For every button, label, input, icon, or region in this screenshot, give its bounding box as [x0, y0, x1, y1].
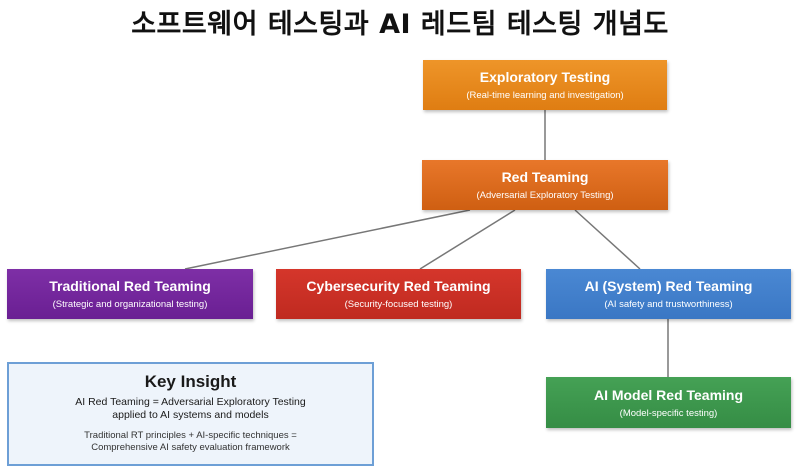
node-name: Traditional Red Teaming: [49, 278, 211, 294]
node-ai-system-red-teaming: AI (System) Red Teaming (AI safety and t…: [546, 269, 791, 319]
node-name: AI (System) Red Teaming: [584, 278, 753, 294]
diagram-title: 소프트웨어 테스팅과 AI 레드팀 테스팅 개념도: [131, 9, 669, 40]
key-insight-box: Key Insight AI Red Teaming = Adversarial…: [7, 362, 374, 466]
key-insight-note: Comprehensive AI safety evaluation frame…: [91, 442, 290, 453]
connector-red-cyber: [419, 209, 516, 270]
key-insight-note: Traditional RT principles + AI-specific …: [84, 430, 297, 441]
node-subtitle: (Adversarial Exploratory Testing): [476, 190, 614, 201]
node-name: Red Teaming: [501, 169, 589, 185]
node-subtitle: (Real-time learning and investigation): [466, 90, 624, 101]
node-red-teaming: Red Teaming (Adversarial Exploratory Tes…: [422, 160, 668, 210]
key-insight-line: applied to AI systems and models: [112, 409, 269, 421]
node-name: AI Model Red Teaming: [593, 386, 744, 403]
node-name: Exploratory Testing: [479, 69, 611, 85]
node-subtitle: (Model-specific testing): [619, 407, 718, 419]
key-insight-heading: Key Insight: [144, 372, 237, 391]
node-ai-model-red-teaming: AI Model Red Teaming (Model-specific tes…: [546, 377, 791, 428]
node-exploratory-testing: Exploratory Testing (Real-time learning …: [423, 60, 667, 110]
node-cybersecurity-red-teaming: Cybersecurity Red Teaming (Security-focu…: [276, 269, 521, 319]
node-subtitle: (AI safety and trustworthiness): [604, 299, 733, 310]
node-traditional-red-teaming: Traditional Red Teaming (Strategic and o…: [7, 269, 253, 319]
node-subtitle: (Strategic and organizational testing): [52, 299, 208, 310]
node-name: Cybersecurity Red Teaming: [306, 278, 491, 294]
connector-red-traditional: [184, 209, 471, 270]
node-subtitle: (Security-focused testing): [344, 299, 453, 310]
key-insight-line: AI Red Teaming = Adversarial Exploratory…: [75, 396, 306, 408]
connector-red-ai: [574, 209, 641, 270]
